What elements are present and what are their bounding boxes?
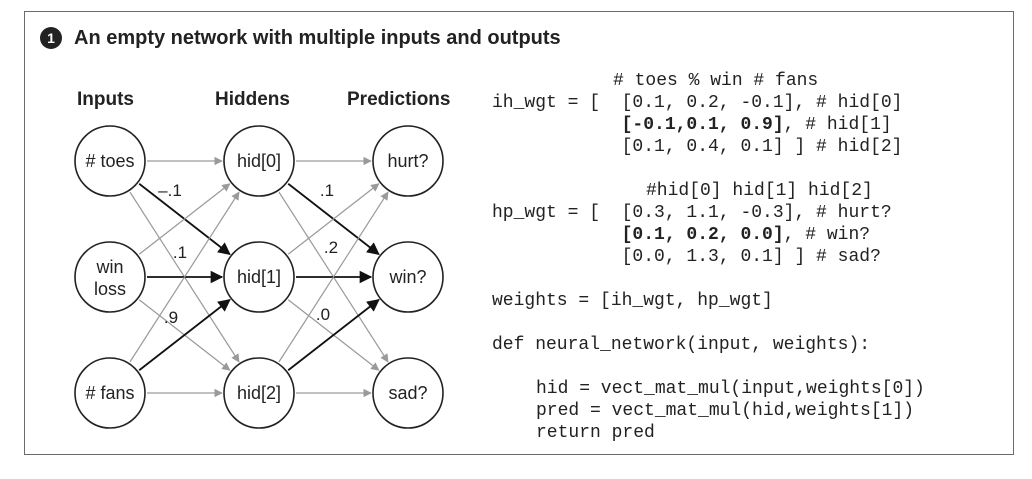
hidden-node-0 (223, 125, 295, 197)
edges-group (129, 156, 389, 398)
figure-heading: 1 An empty network with multiple inputs … (40, 26, 561, 50)
edge-input2-hidden0 (129, 191, 240, 363)
ih-line-0: ih_wgt = [ [0.1, 0.2, -0.1], # hid[0] (492, 93, 903, 113)
output-node-1 (372, 241, 444, 313)
weight-labels-group: –.1 .1 .9 .1 .2 .0 (158, 181, 338, 327)
output-node-0 (372, 125, 444, 197)
step-number-badge: 1 (40, 27, 62, 49)
predictions-column-label: Predictions (347, 89, 451, 110)
input-node-label-0: # toes (85, 151, 134, 171)
edge-input1-hidden0 (138, 183, 231, 255)
inputs-column-label: Inputs (77, 89, 134, 110)
def-line: def neural_network(input, weights): (492, 335, 871, 355)
weights-line: weights = [ih_wgt, hp_wgt] (492, 291, 773, 311)
hidden-node-label-2: hid[2] (237, 383, 281, 403)
output-node-label-0: hurt? (387, 151, 428, 171)
ho-weight-label-1: .2 (324, 238, 338, 257)
hidden-node-label-0: hid[0] (237, 151, 281, 171)
ih-weight-label-2: .9 (164, 308, 178, 327)
hp-line-0: hp_wgt = [ [0.3, 1.1, -0.3], # hurt? (492, 203, 892, 223)
ho-weight-label-2: .0 (316, 305, 330, 324)
hidden-node-2 (223, 357, 295, 429)
body-line-return: return pred (536, 423, 655, 443)
body-line-hid: hid = vect_mat_mul(input,weights[0]) (536, 379, 925, 399)
ih-line-2: [0.1, 0.4, 0.1] ] # hid[2] (621, 137, 903, 157)
hidden-node-label-1: hid[1] (237, 267, 281, 287)
ho-weight-label-0: .1 (320, 181, 334, 200)
ih-weight-label-0: –.1 (158, 181, 182, 200)
edge-hidden2-output1 (287, 298, 380, 371)
input-node-0 (74, 125, 146, 197)
input-node-2 (74, 357, 146, 429)
output-node-label-1: win? (388, 267, 426, 287)
hiddens-column-label: Hiddens (215, 89, 290, 110)
hidden-node-1 (223, 241, 295, 313)
hp-line-2: [0.0, 1.3, 0.1] ] # sad? (621, 247, 881, 267)
edge-hidden2-output0 (278, 191, 389, 363)
ih-line-1: [-0.1,0.1, 0.9], # hid[1] (621, 115, 892, 135)
hp-line-1: [0.1, 0.2, 0.0], # win? (621, 225, 871, 245)
output-node-label-2: sad? (388, 383, 427, 403)
edge-hidden1-output0 (287, 183, 380, 255)
input-node-1 (74, 241, 146, 313)
hp-comment: #hid[0] hid[1] hid[2] (646, 181, 873, 201)
ih-weight-label-1: .1 (173, 243, 187, 262)
figure-title: An empty network with multiple inputs an… (74, 26, 561, 49)
output-node-2 (372, 357, 444, 429)
ih-comment: # toes % win # fans (613, 71, 819, 91)
input-node-label-2: # fans (85, 383, 134, 403)
figure-frame (24, 11, 1014, 455)
body-line-pred: pred = vect_mat_mul(hid,weights[1]) (536, 401, 915, 421)
edge-input2-hidden1 (138, 298, 231, 371)
